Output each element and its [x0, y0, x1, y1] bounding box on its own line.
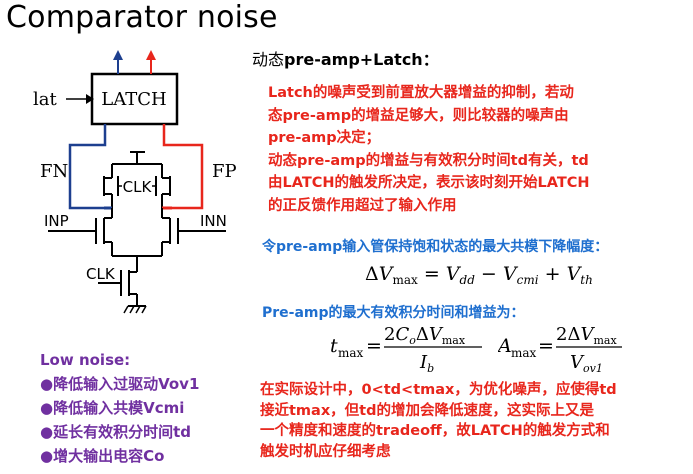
- low-noise-title: Low noise:: [40, 351, 131, 369]
- inp-label: INP: [44, 212, 69, 230]
- svg-text:=: =: [538, 335, 554, 357]
- slide-title: Comparator noise: [6, 0, 278, 35]
- svg-text:=: =: [366, 335, 382, 357]
- fn-label: FN: [40, 161, 68, 182]
- fn-wire: [68, 124, 107, 210]
- list-item: ●延长有效积分时间td: [40, 423, 191, 441]
- svg-text:t: t: [330, 335, 338, 357]
- blue-note-1: 令pre-amp输入管保持饱和状态的最大共模下降幅度：: [262, 239, 609, 255]
- blue-note-2: Pre-amp的最大有效积分时间和增益为：: [262, 305, 525, 321]
- svg-text:ΔVmax = Vdd − Vcmi + Vth: ΔVmax = Vdd − Vcmi + Vth: [365, 263, 593, 287]
- equation-amax: A max = 2ΔVmax Vov1: [498, 324, 622, 375]
- svg-text:max: max: [511, 346, 537, 360]
- inn-label: INN: [200, 212, 227, 230]
- low-noise-list: ●降低输入过驱动Vov1 ●降低输入共模Vcmi ●延长有效积分时间td ●增大…: [40, 372, 199, 468]
- subhead: 动态pre-amp+Latch：: [252, 50, 439, 69]
- clk-top-label: CLK: [123, 178, 153, 196]
- latch-noise-paragraph: Latch的噪声受到前置放大器增益的抑制，若动 态pre-amp的增益足够大，则…: [268, 85, 590, 214]
- fp-wire: [162, 124, 204, 210]
- lat-label: lat: [33, 89, 57, 110]
- design-note-paragraph: 在实际设计中，0<td<tmax，为优化噪声，应使得td 接近tmax，但td的…: [260, 382, 617, 460]
- list-item: ●降低输入共模Vcmi: [40, 399, 185, 417]
- fp-label: FP: [212, 161, 237, 182]
- lat-arrow: [86, 94, 94, 104]
- svg-text:2ΔVmax: 2ΔVmax: [556, 324, 617, 347]
- latch-label: LATCH: [101, 89, 166, 110]
- clk-bottom-label: CLK: [86, 265, 116, 283]
- list-item: ●增大输出电容Co: [40, 447, 165, 465]
- svg-text:Ib: Ib: [419, 352, 434, 375]
- latch-output-arrow-left: [113, 50, 123, 60]
- equation-tmax: t max = 2CoΔVmax Ib: [330, 324, 482, 375]
- svg-text:Vov1: Vov1: [570, 352, 603, 375]
- latch-output-arrow-right: [146, 50, 156, 60]
- svg-text:A: A: [498, 335, 512, 357]
- equation-delta-vmax: ΔVmax = Vdd − Vcmi + Vth: [365, 263, 593, 287]
- svg-text:2CoΔVmax: 2CoΔVmax: [384, 324, 466, 347]
- svg-text:max: max: [338, 346, 364, 360]
- list-item: ●降低输入过驱动Vov1: [40, 375, 200, 393]
